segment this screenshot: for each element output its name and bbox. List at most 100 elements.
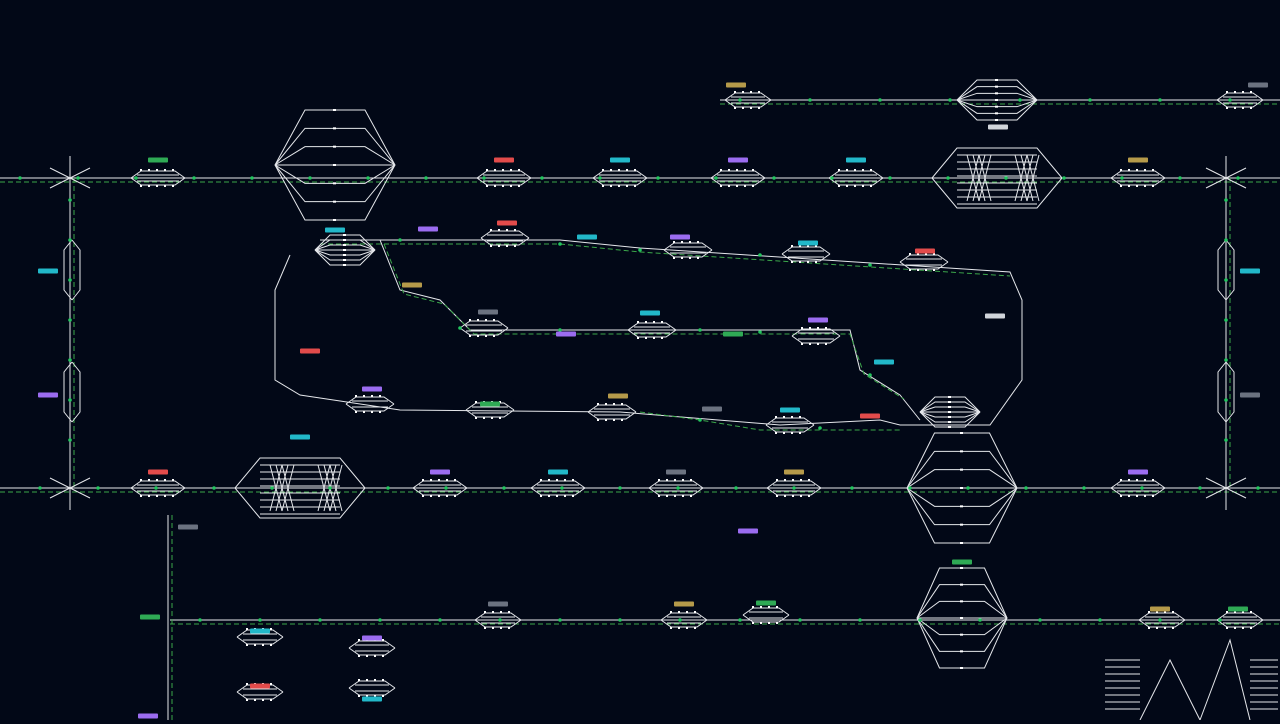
signal-dot-icon[interactable] <box>1236 176 1240 180</box>
signal-dot-icon[interactable] <box>558 242 562 246</box>
station-top-5[interactable] <box>1110 169 1166 187</box>
station-inner-0[interactable] <box>480 229 530 247</box>
signal-dot-icon[interactable] <box>498 618 502 622</box>
signal-dot-icon[interactable] <box>438 618 442 622</box>
station-top-0[interactable] <box>130 169 186 187</box>
signal-dot-icon[interactable] <box>250 176 254 180</box>
signal-dot-icon[interactable] <box>96 486 100 490</box>
signal-dot-icon[interactable] <box>714 176 718 180</box>
signal-dot-icon[interactable] <box>192 176 196 180</box>
station-top-1[interactable] <box>476 169 532 187</box>
station-tag[interactable] <box>780 407 800 413</box>
signal-dot-icon[interactable] <box>1082 486 1086 490</box>
station-tag[interactable] <box>610 157 630 163</box>
signal-dot-icon[interactable] <box>698 328 702 332</box>
signal-dot-icon[interactable] <box>386 486 390 490</box>
station-tag[interactable] <box>874 359 894 365</box>
station-tag[interactable] <box>480 401 500 407</box>
corner-junction-0[interactable] <box>49 156 91 200</box>
station-tag[interactable] <box>1240 392 1260 398</box>
signal-dot-icon[interactable] <box>1224 318 1228 322</box>
signal-dot-icon[interactable] <box>378 618 382 622</box>
signal-dot-icon[interactable] <box>134 176 138 180</box>
signal-dot-icon[interactable] <box>738 618 742 622</box>
signal-dot-icon[interactable] <box>1198 486 1202 490</box>
station-north-0[interactable] <box>724 91 772 109</box>
signal-dot-icon[interactable] <box>678 618 682 622</box>
station-tag[interactable] <box>674 601 694 607</box>
station-south-5[interactable] <box>660 611 708 629</box>
signal-dot-icon[interactable] <box>656 176 660 180</box>
signal-dot-icon[interactable] <box>1224 358 1228 362</box>
signal-dot-icon[interactable] <box>818 426 822 430</box>
signal-dot-icon[interactable] <box>1158 98 1162 102</box>
fan-inner-east[interactable] <box>919 396 981 428</box>
station-tag[interactable] <box>138 713 158 719</box>
signal-dot-icon[interactable] <box>560 486 564 490</box>
signal-dot-icon[interactable] <box>558 618 562 622</box>
station-tag[interactable] <box>325 227 345 233</box>
signal-dot-icon[interactable] <box>1218 618 1222 622</box>
signal-dot-icon[interactable] <box>424 176 428 180</box>
signal-dot-icon[interactable] <box>946 176 950 180</box>
signal-dot-icon[interactable] <box>328 486 332 490</box>
station-tag[interactable] <box>860 413 880 419</box>
fan-north-east[interactable] <box>956 79 1038 121</box>
station-tag[interactable] <box>250 683 270 689</box>
fan-south-east[interactable] <box>906 432 1018 544</box>
signal-dot-icon[interactable] <box>540 176 544 180</box>
signal-dot-icon[interactable] <box>76 176 80 180</box>
signal-dot-icon[interactable] <box>598 176 602 180</box>
signal-dot-icon[interactable] <box>698 418 702 422</box>
signal-dot-icon[interactable] <box>68 398 72 402</box>
signal-dot-icon[interactable] <box>444 486 448 490</box>
signal-dot-icon[interactable] <box>458 326 462 330</box>
station-bottom-4[interactable] <box>766 479 822 497</box>
signal-dot-icon[interactable] <box>918 618 922 622</box>
corner-junction-3[interactable] <box>1205 466 1247 510</box>
station-south-6[interactable] <box>742 606 790 624</box>
signal-dot-icon[interactable] <box>68 318 72 322</box>
signal-dot-icon[interactable] <box>1228 98 1232 102</box>
station-inner-1[interactable] <box>663 241 713 259</box>
station-tag[interactable] <box>250 628 270 634</box>
signal-dot-icon[interactable] <box>1004 176 1008 180</box>
station-tag[interactable] <box>784 469 804 475</box>
signal-dot-icon[interactable] <box>798 618 802 622</box>
signal-dot-icon[interactable] <box>1024 486 1028 490</box>
signal-dot-icon[interactable] <box>830 176 834 180</box>
station-tag[interactable] <box>988 124 1008 130</box>
station-tag[interactable] <box>640 310 660 316</box>
station-tag[interactable] <box>148 469 168 475</box>
station-tag[interactable] <box>738 528 758 534</box>
station-bottom-5[interactable] <box>1110 479 1166 497</box>
station-inner-4[interactable] <box>459 319 509 337</box>
station-tag[interactable] <box>548 469 568 475</box>
signal-dot-icon[interactable] <box>68 238 72 242</box>
station-tag[interactable] <box>38 268 58 274</box>
station-tag[interactable] <box>430 469 450 475</box>
station-inner-9[interactable] <box>587 403 637 421</box>
signal-dot-icon[interactable] <box>398 238 402 242</box>
station-tag[interactable] <box>494 157 514 163</box>
signal-dot-icon[interactable] <box>258 618 262 622</box>
signal-dot-icon[interactable] <box>638 248 642 252</box>
station-tag[interactable] <box>488 601 508 607</box>
signal-dot-icon[interactable] <box>808 98 812 102</box>
signal-dot-icon[interactable] <box>212 486 216 490</box>
station-tag[interactable] <box>846 157 866 163</box>
station-tag[interactable] <box>952 559 972 565</box>
signal-dot-icon[interactable] <box>676 486 680 490</box>
station-bottom-0[interactable] <box>130 479 186 497</box>
station-tag[interactable] <box>608 393 628 399</box>
station-top-4[interactable] <box>828 169 884 187</box>
station-tag[interactable] <box>798 240 818 246</box>
signal-dot-icon[interactable] <box>308 176 312 180</box>
station-top-3[interactable] <box>710 169 766 187</box>
signal-dot-icon[interactable] <box>1062 176 1066 180</box>
station-top-2[interactable] <box>592 169 648 187</box>
signal-dot-icon[interactable] <box>270 486 274 490</box>
signal-dot-icon[interactable] <box>1224 438 1228 442</box>
